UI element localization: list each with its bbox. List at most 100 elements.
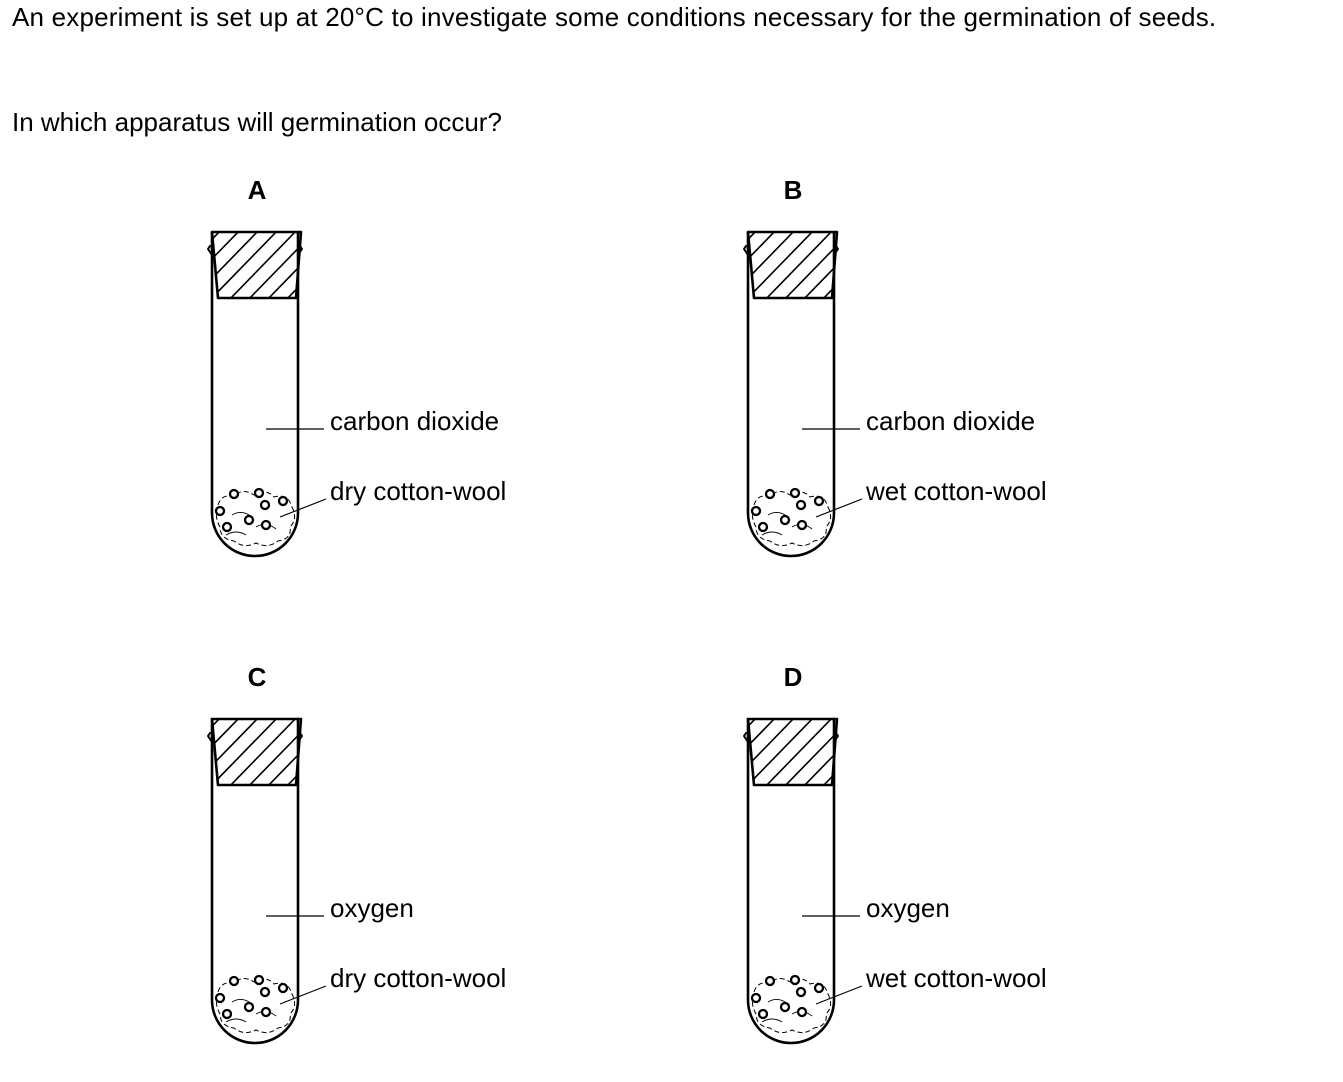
- hatch-line: [226, 232, 300, 298]
- seed: [277, 495, 289, 507]
- hatch-line: [748, 232, 817, 298]
- hatch-line: [819, 232, 837, 298]
- cotton-wool: [215, 978, 296, 1034]
- gas-label-c: oxygen: [330, 893, 414, 923]
- seed: [813, 495, 825, 507]
- stopper: [210, 230, 303, 300]
- stopper-hatching: [132, 715, 301, 789]
- seed: [253, 487, 265, 499]
- hatch-line: [748, 719, 779, 785]
- seed: [789, 487, 801, 499]
- cotton-wool: [751, 978, 832, 1034]
- stopper-hatching: [668, 715, 911, 789]
- stopper: [746, 717, 839, 787]
- hatch-line: [748, 232, 798, 298]
- tube-wall: [746, 230, 836, 558]
- seed: [228, 975, 240, 987]
- hatch-line: [132, 715, 204, 789]
- option-letter-a: A: [247, 175, 267, 205]
- hatch-line: [800, 719, 837, 785]
- seed: [795, 499, 807, 511]
- hatch-line: [264, 719, 301, 785]
- seed: [214, 505, 226, 517]
- hatch-line: [212, 719, 281, 785]
- wool-label-d: wet cotton-wool: [866, 963, 1047, 993]
- wool-label-c: dry cotton-wool: [330, 963, 507, 993]
- wool-leader-line: [279, 985, 327, 1005]
- tube-wall: [746, 717, 836, 1045]
- wool-leader-line: [815, 985, 863, 1005]
- hatch-line: [762, 719, 836, 785]
- hatch-line: [781, 232, 837, 298]
- hatch-line: [303, 228, 375, 302]
- seed: [796, 519, 808, 531]
- hatch-line: [132, 228, 204, 302]
- hatch-line: [212, 719, 243, 785]
- test-tube-b-diagram: [743, 230, 863, 558]
- tube-wall: [210, 717, 300, 1045]
- tube-wall: [210, 230, 300, 558]
- hatch-line: [839, 228, 911, 302]
- seed: [796, 1006, 808, 1018]
- seed: [795, 986, 807, 998]
- hatch-line: [668, 715, 740, 789]
- seed: [259, 499, 271, 511]
- hatch-line: [762, 232, 836, 298]
- gas-label-a: carbon dioxide: [330, 406, 500, 436]
- seed: [243, 514, 255, 526]
- hatch-line: [264, 232, 301, 298]
- hatch-line: [748, 719, 798, 785]
- seed: [214, 992, 226, 1004]
- cotton-wool: [215, 491, 296, 547]
- seed: [779, 1001, 791, 1013]
- seed: [757, 521, 769, 533]
- hatch-line: [212, 232, 243, 298]
- wool-leader-line: [279, 498, 327, 518]
- tube-lip-left: [207, 245, 213, 256]
- seed: [789, 974, 801, 986]
- seed: [813, 982, 825, 994]
- apparatus-c: C oxygen dry cotton-wool: [207, 662, 632, 1082]
- test-tube-a-diagram: [207, 230, 327, 558]
- seed: [260, 519, 272, 531]
- option-letter-c: C: [247, 662, 267, 692]
- hatch-line: [226, 719, 300, 785]
- option-letter-b: B: [783, 175, 803, 205]
- hatch-line: [212, 232, 262, 298]
- seed: [764, 975, 776, 987]
- wool-leader-line: [815, 498, 863, 518]
- seed: [221, 521, 233, 533]
- hatch-line: [800, 232, 837, 298]
- stopper-hatching: [132, 228, 375, 302]
- tube-lip-left: [743, 245, 749, 256]
- hatch-line: [212, 719, 262, 785]
- seed: [757, 1008, 769, 1020]
- seed: [277, 982, 289, 994]
- test-tube-d-diagram: [743, 717, 863, 1045]
- hatch-line: [748, 719, 817, 785]
- seed: [243, 1001, 255, 1013]
- seed: [750, 505, 762, 517]
- apparatus-b: B carbon dioxide wet cotton-wool: [743, 175, 1168, 595]
- stopper-hatching: [668, 228, 911, 302]
- gas-label-d: oxygen: [866, 893, 950, 923]
- question-intro: An experiment is set up at 20°C to inves…: [12, 2, 1217, 32]
- question-prompt: In which apparatus will germination occu…: [12, 107, 502, 137]
- seed: [764, 488, 776, 500]
- apparatus-d: D oxygen wet cotton-wool: [743, 662, 1168, 1082]
- seed: [253, 974, 265, 986]
- cotton-wool: [751, 491, 832, 547]
- test-tube-c-diagram: [207, 717, 327, 1045]
- seed: [750, 992, 762, 1004]
- wool-label-b: wet cotton-wool: [866, 476, 1047, 506]
- hatch-line: [748, 232, 779, 298]
- hatch-line: [283, 719, 301, 785]
- hatch-line: [245, 232, 301, 298]
- seed: [779, 514, 791, 526]
- wool-label-a: dry cotton-wool: [330, 476, 507, 506]
- hatch-line: [668, 228, 740, 302]
- hatch-line: [839, 715, 911, 789]
- hatch-line: [781, 719, 837, 785]
- seed: [259, 986, 271, 998]
- tube-lip-left: [743, 732, 749, 743]
